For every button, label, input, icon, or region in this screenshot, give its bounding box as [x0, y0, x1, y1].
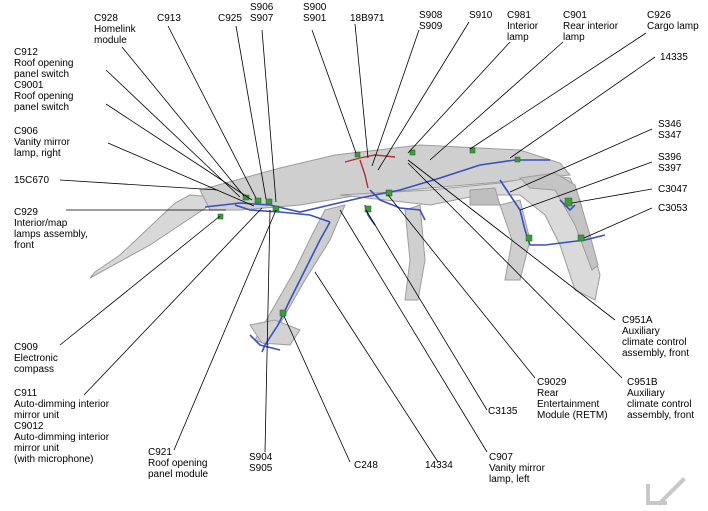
leader-lines	[59, 21, 656, 463]
label-14335: 14335	[660, 52, 688, 63]
label-c3135: C3135	[488, 406, 518, 417]
label-15c670: 15C670	[14, 175, 50, 186]
label-14334: 14334	[425, 460, 453, 471]
label-c3053: C3053	[658, 203, 688, 214]
label-c925: C925	[218, 13, 242, 24]
navigation-arrow-icon[interactable]	[646, 477, 686, 506]
label-c3047: C3047	[658, 184, 688, 195]
label-c913: C913	[157, 13, 181, 24]
label-18b971: 18B971	[350, 13, 385, 24]
label-s910: S910	[469, 10, 493, 21]
vehicle-body	[89, 144, 601, 346]
label-c248: C248	[354, 460, 378, 471]
